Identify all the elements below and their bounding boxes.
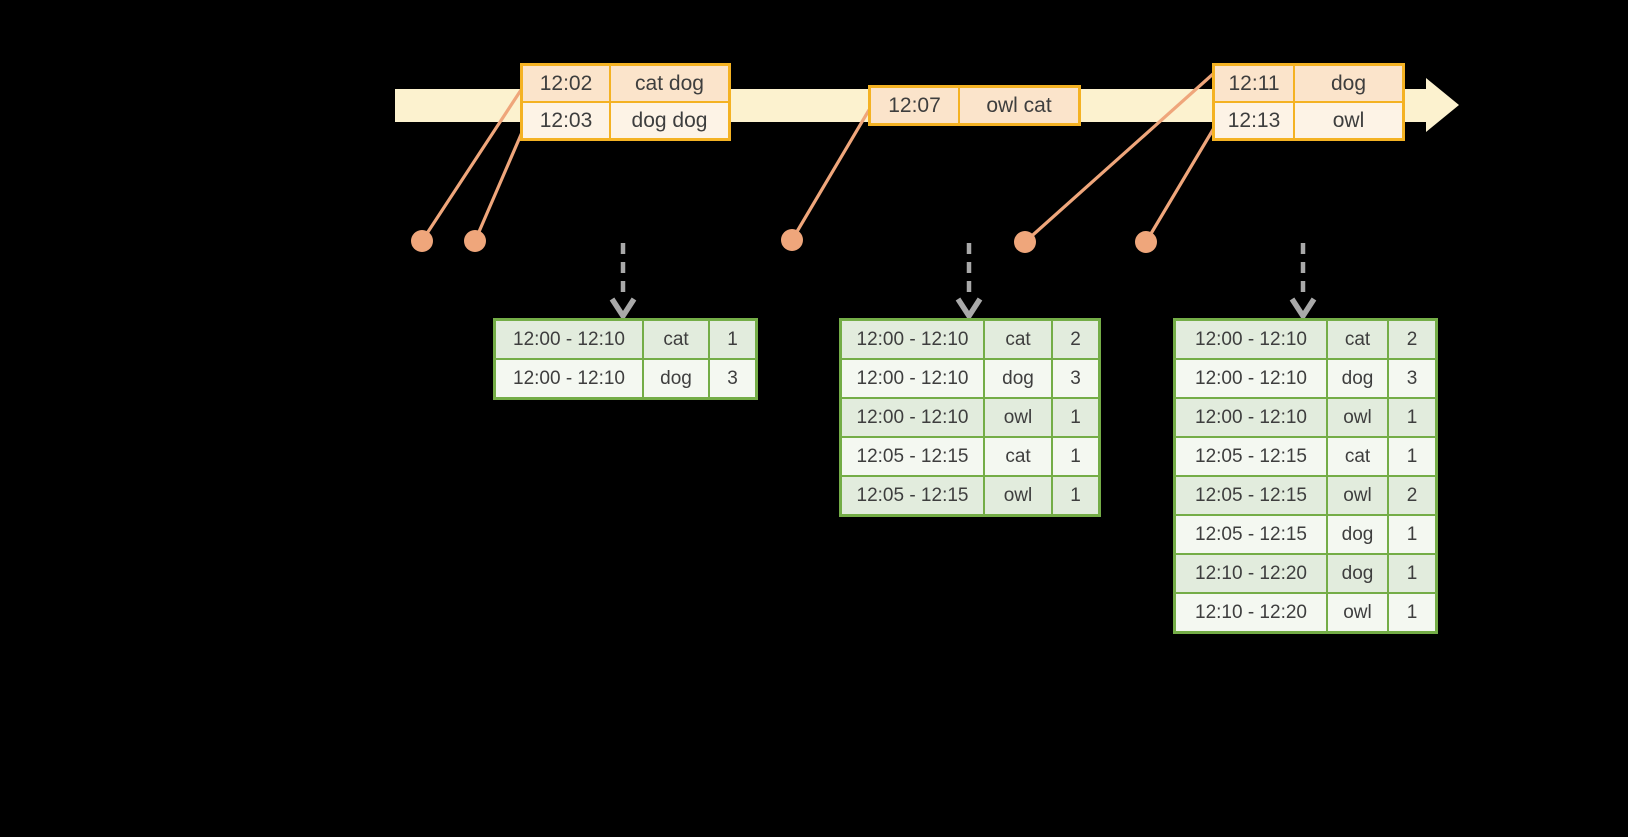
table-cell: 2: [1389, 477, 1435, 514]
table-cell: 12:11: [1215, 66, 1293, 101]
table-cell: 12:05 - 12:15: [1176, 516, 1326, 553]
trigger-arrow: [609, 243, 637, 322]
table-cell: 3: [1389, 360, 1435, 397]
event-dot: [781, 229, 803, 251]
table-cell: cat dog: [611, 66, 728, 101]
table-cell: 1: [1389, 399, 1435, 436]
table-cell: 12:05 - 12:15: [1176, 477, 1326, 514]
table-cell: owl: [1328, 399, 1387, 436]
table-cell: 1: [710, 321, 755, 358]
table-cell: 12:05 - 12:15: [842, 477, 983, 514]
trigger-arrow: [955, 243, 983, 322]
event-connector-line: [1023, 72, 1215, 244]
table-cell: cat: [1328, 438, 1387, 475]
table-cell: dog: [1328, 555, 1387, 592]
table-cell: 2: [1053, 321, 1098, 358]
event-dot: [1135, 231, 1157, 253]
table-cell: dog: [985, 360, 1051, 397]
trigger-arrow: [1289, 243, 1317, 322]
event-connector-line: [473, 128, 525, 243]
table-cell: owl: [985, 399, 1051, 436]
event-connector-line: [790, 108, 871, 242]
table-cell: owl: [1328, 477, 1387, 514]
table-cell: 2: [1389, 321, 1435, 358]
table-cell: 12:00 - 12:10: [496, 360, 642, 397]
table-cell: owl: [985, 477, 1051, 514]
table-cell: 12:00 - 12:10: [842, 360, 983, 397]
table-cell: 12:05 - 12:15: [842, 438, 983, 475]
table-cell: owl: [1328, 594, 1387, 631]
event-dot: [464, 230, 486, 252]
event-dot: [411, 230, 433, 252]
table-cell: 12:10 - 12:20: [1176, 555, 1326, 592]
table-cell: 12:00 - 12:10: [496, 321, 642, 358]
table-cell: 3: [1053, 360, 1098, 397]
table-cell: cat: [985, 321, 1051, 358]
table-cell: cat: [1328, 321, 1387, 358]
table-cell: 12:03: [523, 103, 609, 138]
event-connector-line: [420, 88, 523, 243]
table-cell: 1: [1053, 438, 1098, 475]
table-cell: 1: [1389, 555, 1435, 592]
table-cell: 1: [1389, 516, 1435, 553]
table-cell: 12:00 - 12:10: [1176, 399, 1326, 436]
table-cell: 12:07: [871, 88, 958, 123]
table-cell: owl cat: [960, 88, 1078, 123]
event-connector-lines: [420, 72, 1216, 244]
table-cell: dog: [1295, 66, 1402, 101]
table-cell: 12:05 - 12:15: [1176, 438, 1326, 475]
table-cell: 12:10 - 12:20: [1176, 594, 1326, 631]
table-cell: 12:02: [523, 66, 609, 101]
table-cell: 12:00 - 12:10: [1176, 321, 1326, 358]
table-cell: dog dog: [611, 103, 728, 138]
table-cell: 1: [1389, 594, 1435, 631]
table-cell: 12:13: [1215, 103, 1293, 138]
trigger-arrows: [609, 243, 1317, 322]
table-cell: owl: [1295, 103, 1402, 138]
table-cell: 12:00 - 12:10: [1176, 360, 1326, 397]
event-dot: [1014, 231, 1036, 253]
event-connector-line: [1144, 126, 1216, 244]
table-cell: 12:00 - 12:10: [842, 321, 983, 358]
table-cell: cat: [985, 438, 1051, 475]
table-cell: dog: [644, 360, 708, 397]
table-cell: 1: [1053, 477, 1098, 514]
table-cell: dog: [1328, 360, 1387, 397]
timeline-arrowhead-icon: [1426, 78, 1459, 132]
table-cell: 3: [710, 360, 755, 397]
table-cell: dog: [1328, 516, 1387, 553]
table-cell: 1: [1389, 438, 1435, 475]
table-cell: 12:00 - 12:10: [842, 399, 983, 436]
table-cell: 1: [1053, 399, 1098, 436]
table-cell: cat: [644, 321, 708, 358]
